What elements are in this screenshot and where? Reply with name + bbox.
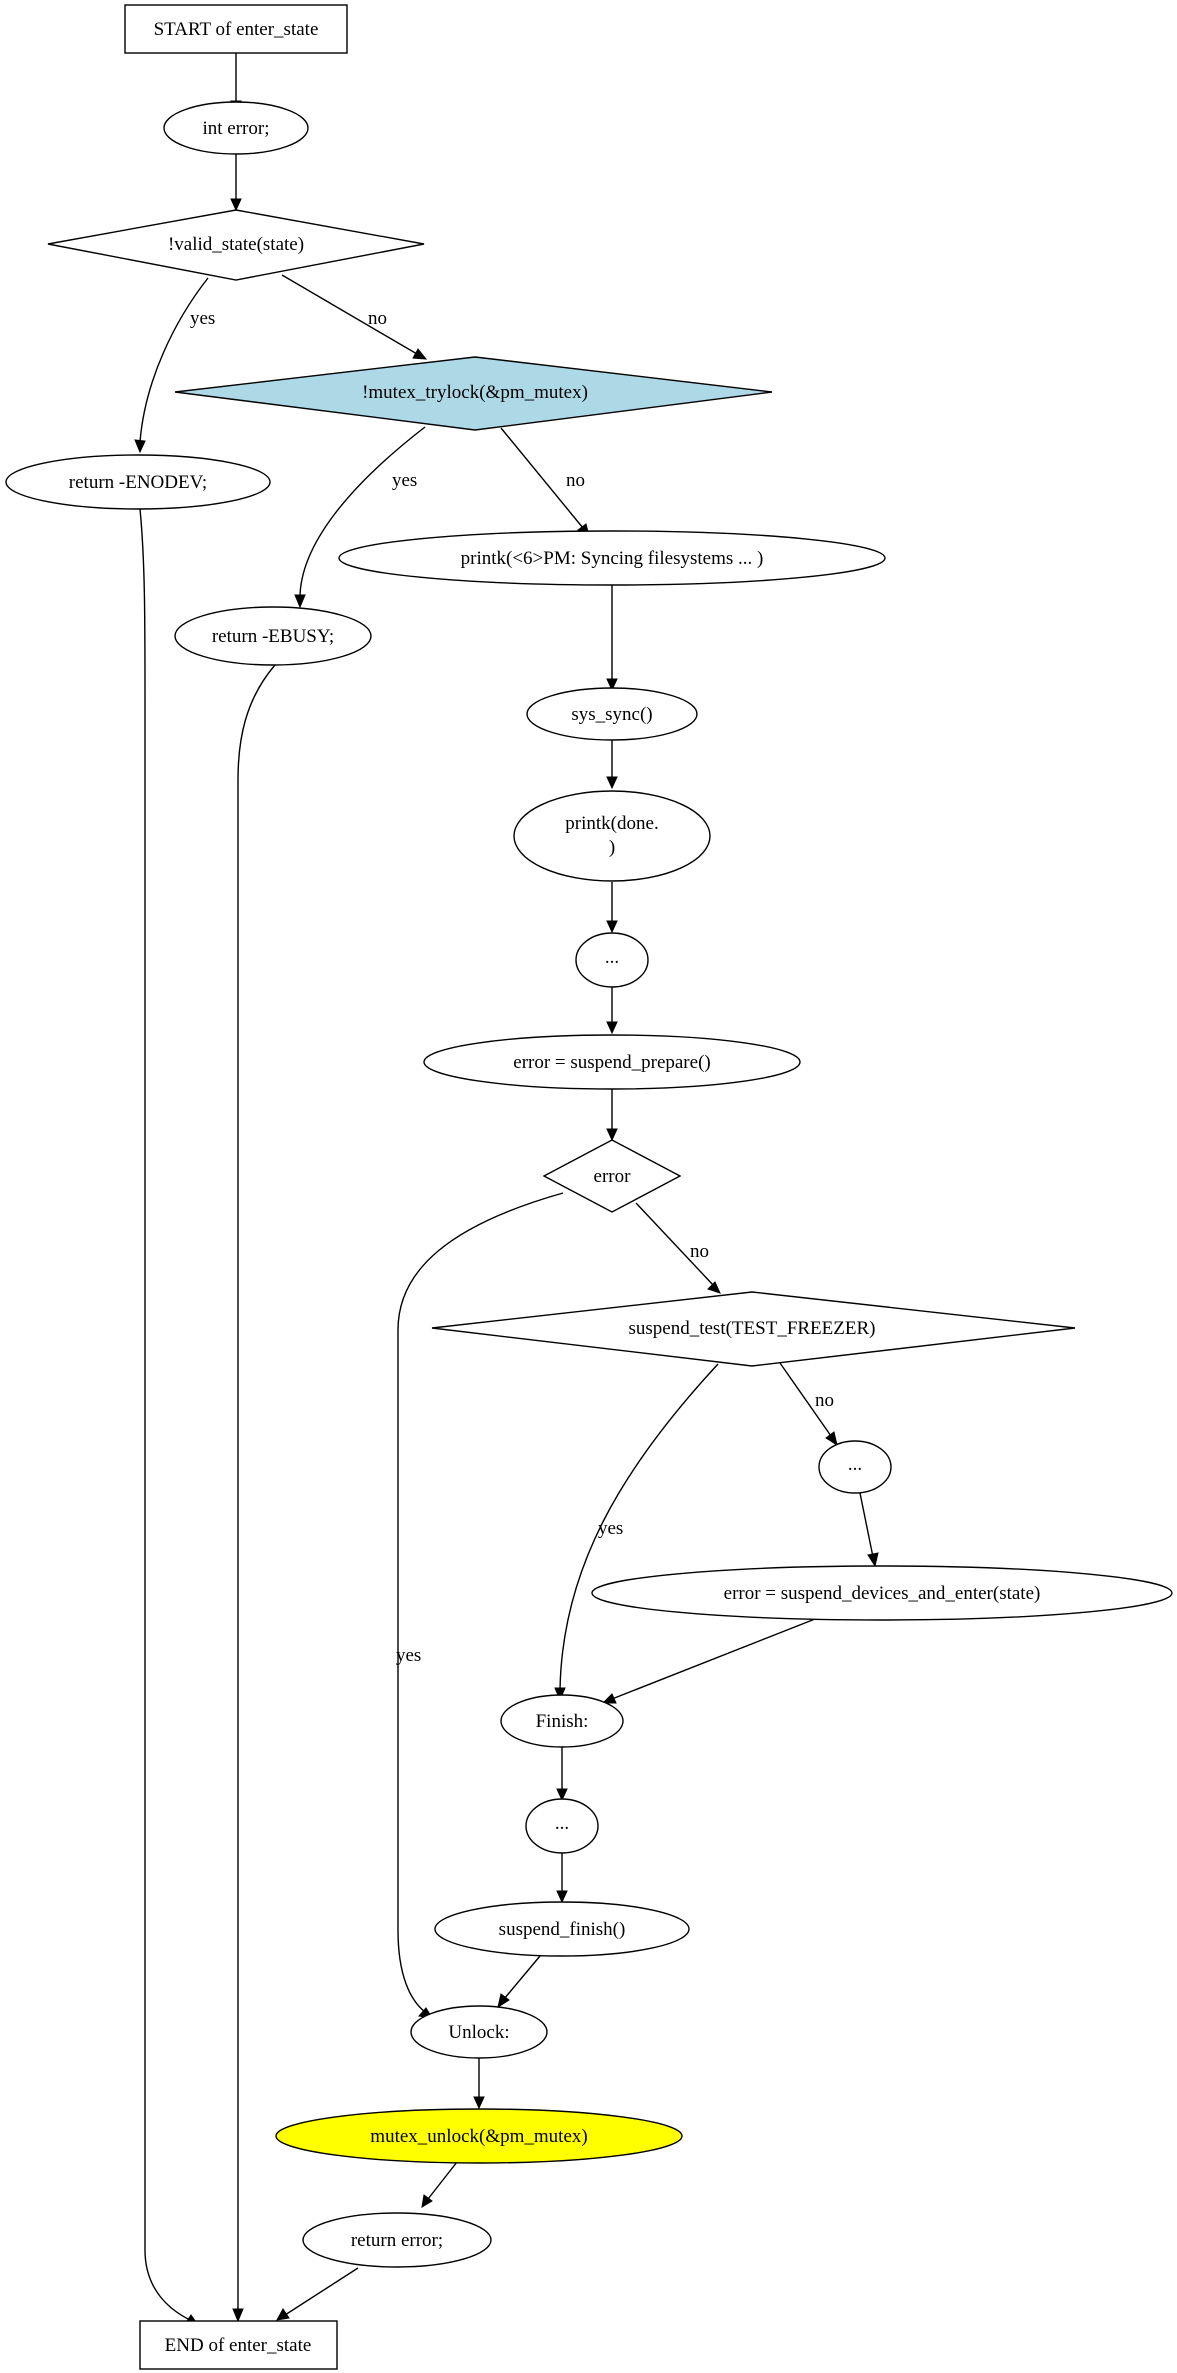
edge-ebusy-to-end: [237, 664, 276, 2312]
nodes: START of enter_state int error; !valid_s…: [5, 4, 1173, 2370]
node-int-error-label: int error;: [202, 118, 269, 139]
edge-ellipsis-2-to-devices: [859, 1492, 874, 1558]
node-printk-done-label-line1: printk(done.: [565, 813, 658, 834]
edge-error-no: [635, 1202, 715, 1287]
edge-sys-sync-to-printk-done-arrowhead: [606, 776, 618, 790]
node-suspend-prepare-label: error = suspend_prepare(): [513, 1052, 710, 1073]
node-suspend-finish: suspend_finish(): [434, 1901, 690, 1957]
node-end-label: END of enter_state: [165, 2335, 312, 2356]
edge-mutex-unlock-to-return-error-arrowhead: [421, 2194, 433, 2208]
node-suspend-devices: error = suspend_devices_and_enter(state): [591, 1565, 1173, 1621]
node-finish: Finish:: [500, 1694, 624, 1748]
edge-unlock-to-mutex-unlock-arrowhead: [473, 2096, 485, 2110]
edge-return-error-to-end: [284, 2267, 359, 2316]
edge-ellipsis-1-to-prepare-arrowhead: [606, 1021, 618, 1035]
edge-ellipsis-3-to-suspend-finish-arrowhead: [556, 1890, 568, 1904]
edge-trylock-no: [500, 427, 584, 529]
node-start: START of enter_state: [124, 4, 348, 54]
edge-trylock-yes: [299, 426, 426, 599]
node-ellipsis-2: ...: [818, 1440, 892, 1494]
edge-prepare-to-error-arrowhead: [606, 1128, 618, 1142]
node-return-ebusy: return -EBUSY;: [174, 606, 372, 666]
node-ellipsis-3-label: ...: [555, 1813, 569, 1834]
edge-int-error-to-valid-state-arrowhead: [230, 198, 242, 212]
edge-devices-to-finish-arrowhead: [601, 1693, 617, 1704]
edge-suspend-finish-to-unlock-arrowhead: [497, 1993, 510, 2009]
node-ellipsis-1-label: ...: [605, 947, 619, 968]
edge-valid-state-yes: [139, 277, 209, 443]
edge-label-trylock-no: no: [566, 470, 585, 491]
node-return-ebusy-label: return -EBUSY;: [212, 626, 334, 647]
node-return-error-label: return error;: [351, 2230, 443, 2251]
node-suspend-test-decision: suspend_test(TEST_FREEZER): [431, 1291, 1076, 1367]
edge-label-test-no: no: [815, 1390, 834, 1411]
node-sys-sync: sys_sync(): [526, 687, 698, 741]
edge-valid-state-yes-arrowhead: [134, 439, 146, 454]
edge-label-trylock-yes: yes: [392, 470, 417, 491]
node-printk-done-label-line2: ): [609, 837, 615, 858]
edge-label-valid-yes: yes: [190, 308, 215, 329]
edge-test-yes: [559, 1363, 719, 1691]
node-error-label: error: [594, 1166, 632, 1187]
node-mutex-unlock: mutex_unlock(&pm_mutex): [275, 2108, 683, 2164]
edge-ebusy-to-end-arrowhead: [232, 2308, 244, 2323]
node-suspend-prepare: error = suspend_prepare(): [423, 1034, 801, 1090]
node-int-error: int error;: [163, 101, 309, 155]
edge-test-no: [779, 1362, 832, 1437]
edge-label-test-yes: yes: [598, 1518, 623, 1539]
node-mutex-unlock-label: mutex_unlock(&pm_mutex): [370, 2126, 587, 2147]
node-unlock-label: Unlock:: [448, 2022, 509, 2043]
edge-printk-done-to-ellipsis-1-arrowhead: [606, 920, 618, 934]
node-ellipsis-2-label: ...: [848, 1454, 862, 1475]
node-printk-syncing: printk(<6>PM: Syncing filesystems ... ): [338, 530, 886, 586]
node-suspend-test-label: suspend_test(TEST_FREEZER): [629, 1318, 876, 1339]
node-suspend-finish-label: suspend_finish(): [499, 1919, 626, 1940]
edge-label-error-no: no: [690, 1241, 709, 1262]
edge-syncing-to-sys-sync-arrowhead: [606, 678, 618, 692]
edge-suspend-finish-to-unlock: [503, 1955, 541, 2000]
edge-error-yes: [397, 1192, 564, 2013]
node-valid-state-label: !valid_state(state): [168, 234, 304, 255]
edge-valid-state-no-arrowhead: [412, 348, 428, 360]
node-ellipsis-3: ...: [525, 1798, 599, 1854]
node-suspend-devices-label: error = suspend_devices_and_enter(state): [724, 1583, 1041, 1604]
node-error-decision: error: [542, 1139, 682, 1213]
node-valid-state-decision: !valid_state(state): [47, 209, 425, 281]
edge-error-no-arrowhead: [707, 1281, 721, 1294]
node-finish-label: Finish:: [536, 1711, 589, 1732]
edge-label-valid-no: no: [368, 308, 387, 329]
node-mutex-trylock-label: !mutex_trylock(&pm_mutex): [362, 382, 588, 403]
edge-trylock-yes-arrowhead: [294, 594, 306, 609]
edge-mutex-unlock-to-return-error: [427, 2161, 458, 2200]
node-start-label: START of enter_state: [154, 19, 319, 40]
edge-enodev-to-end: [139, 508, 191, 2321]
node-ellipsis-1: ...: [575, 932, 649, 988]
node-return-enodev-label: return -ENODEV;: [69, 472, 207, 493]
edge-valid-state-no: [281, 274, 418, 355]
node-end: END of enter_state: [139, 2320, 338, 2370]
node-return-enodev: return -ENODEV;: [5, 454, 271, 510]
node-mutex-trylock-decision: !mutex_trylock(&pm_mutex): [174, 356, 773, 431]
edge-ellipsis-2-to-devices-arrowhead: [867, 1552, 879, 1568]
edge-return-error-to-end-arrowhead: [276, 2308, 290, 2321]
node-unlock: Unlock:: [410, 2005, 548, 2059]
edge-labels: yes no yes no yes no yes no: [190, 308, 834, 1666]
node-sys-sync-label: sys_sync(): [571, 704, 652, 725]
edges: [134, 53, 879, 2326]
edge-label-error-yes: yes: [396, 1645, 421, 1666]
node-printk-syncing-label: printk(<6>PM: Syncing filesystems ... ): [461, 548, 764, 569]
edge-test-yes-arrowhead: [554, 1687, 566, 1702]
node-return-error: return error;: [302, 2212, 492, 2268]
edge-finish-to-ellipsis-3-arrowhead: [556, 1788, 568, 1802]
node-printk-done: printk(done. ): [513, 790, 711, 882]
edge-devices-to-finish: [611, 1618, 816, 1700]
edge-test-no-arrowhead: [825, 1431, 838, 1447]
